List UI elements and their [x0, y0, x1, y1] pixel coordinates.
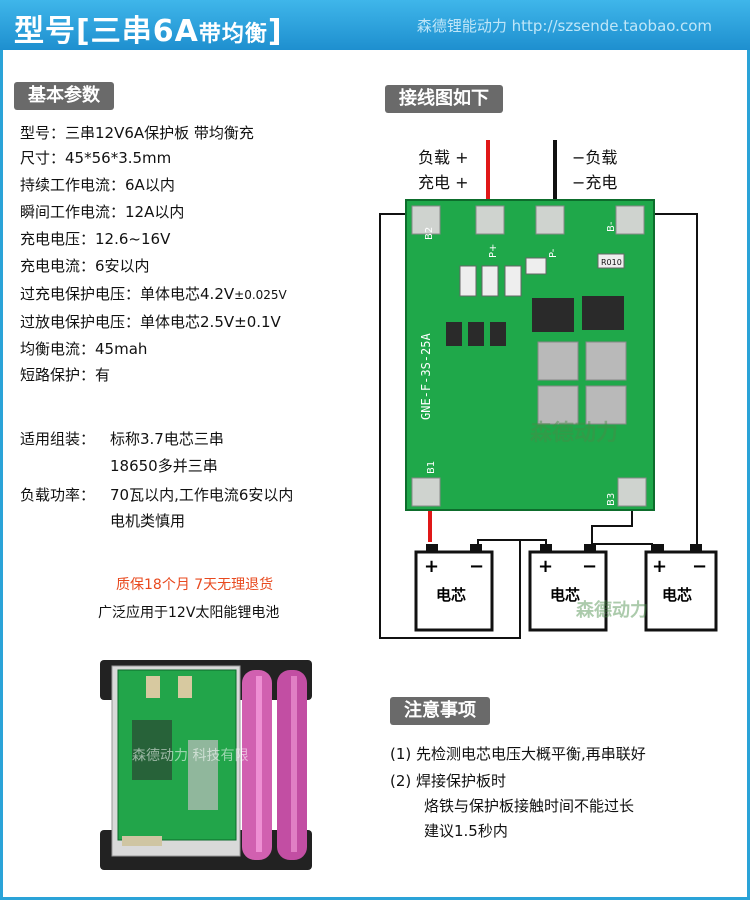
note-2-line3: 建议1.5秒内: [424, 822, 508, 840]
spec-size: 尺寸：45*56*3.5mm: [20, 149, 172, 167]
spec-peak-current: 瞬间工作电流：12A以内: [20, 203, 185, 221]
label-b3: B3: [606, 493, 617, 506]
spec-model: 型号：三串12V6A保护板 带均衡充: [20, 124, 254, 142]
label-b1: B1: [426, 461, 437, 474]
cell-2: + − 电芯: [528, 544, 608, 632]
spec-continuous-current: 持续工作电流：6A以内: [20, 176, 175, 194]
pad-b1: [411, 477, 441, 507]
frame-left: [0, 0, 3, 900]
photo-watermark: 森德动力 科技有限: [132, 748, 248, 764]
label-load-positive: 负载 +: [418, 148, 469, 167]
cell-3: + − 电芯: [644, 544, 718, 632]
assembly-line2: 18650多并三串: [110, 457, 218, 475]
header-bar: 型号[三串6A带均衡] 森德锂能动力 http://szsende.taobao…: [0, 0, 750, 50]
page-title: 型号[三串6A带均衡]: [14, 14, 283, 49]
svg-text:+: +: [652, 556, 667, 577]
pad-b2: [411, 205, 441, 235]
note-2-line2: 烙铁与保护板接触时间不能过长: [424, 797, 635, 815]
svg-text:−: −: [692, 556, 707, 577]
spec-overdischarge: 过放电保护电压：单体电芯2.5V±0.1V: [20, 313, 281, 331]
cell-watermark: 森德动力: [576, 599, 648, 621]
mosfet-group: [446, 296, 624, 346]
spec-short-protection: 短路保护：有: [20, 366, 111, 384]
assembly-line1: 标称3.7电芯三串: [110, 430, 224, 448]
battery-pack-photo: 森德动力 科技有限: [100, 660, 312, 870]
spec-balance-current: 均衡电流：45mah: [20, 340, 148, 358]
pad-pplus: [475, 205, 505, 235]
spec-charge-current: 充电电流：6安以内: [20, 257, 150, 275]
section-wiring: 接线图如下: [385, 85, 503, 113]
svg-text:电芯: 电芯: [436, 586, 466, 604]
svg-text:+: +: [424, 556, 439, 577]
pad-pminus: [535, 205, 565, 235]
warranty-text: 质保18个月 7天无理退货: [116, 577, 274, 593]
wire-cell-link-1: [477, 539, 547, 552]
svg-text:−: −: [582, 556, 597, 577]
board-model: GNE-F-3S-25A: [419, 333, 433, 420]
label-charge-negative: −充电: [572, 173, 618, 192]
section-basic-params: 基本参数: [14, 82, 114, 110]
frame-right: [747, 0, 750, 900]
resistor-group: [459, 253, 625, 297]
assembly-label: 适用组装：: [20, 430, 96, 448]
pad-bminus: [615, 205, 645, 235]
svg-text:+: +: [538, 556, 553, 577]
wire-b2: [379, 213, 521, 639]
load-line2: 电机类慎用: [110, 512, 186, 530]
pad-b3: [617, 477, 647, 507]
label-charge-positive: 充电 +: [418, 173, 469, 192]
label-load-negative: −负载: [572, 148, 618, 167]
load-label: 负载功率：: [20, 486, 96, 504]
load-line1: 70瓦以内,工作电流6安以内: [110, 486, 294, 504]
svg-text:−: −: [469, 556, 484, 577]
wiring-diagram: B2 P+ P- B- B1 B3 R010 GNE-F-3S-25A + − …: [379, 140, 718, 639]
label-b2: B2: [424, 227, 435, 240]
label-pplus: P+: [488, 244, 499, 258]
note-2: (2) 焊接保护板时: [390, 772, 507, 790]
label-resistor: R010: [601, 258, 622, 267]
spec-charge-voltage: 充电电压：12.6~16V: [20, 230, 171, 248]
frame-bottom: [0, 897, 750, 900]
diagram-watermark: 森德动力: [530, 420, 618, 446]
shop-url: 森德锂能动力 http://szsende.taobao.com: [416, 17, 712, 35]
svg-text:电芯: 电芯: [662, 586, 692, 604]
spec-overcharge: 过充电保护电压：单体电芯4.2V±0.025V: [20, 285, 287, 303]
copper-areas: [537, 341, 627, 425]
section-notes: 注意事项: [390, 697, 490, 725]
note-1: (1) 先检测电芯电压大概平衡,再串联好: [390, 745, 646, 763]
svg-text:电芯: 电芯: [550, 586, 580, 604]
cell-1: + − 电芯: [414, 544, 494, 632]
application-text: 广泛应用于12V太阳能锂电池: [98, 605, 280, 621]
label-bminus: B-: [606, 221, 617, 232]
label-pminus: P-: [548, 248, 559, 258]
